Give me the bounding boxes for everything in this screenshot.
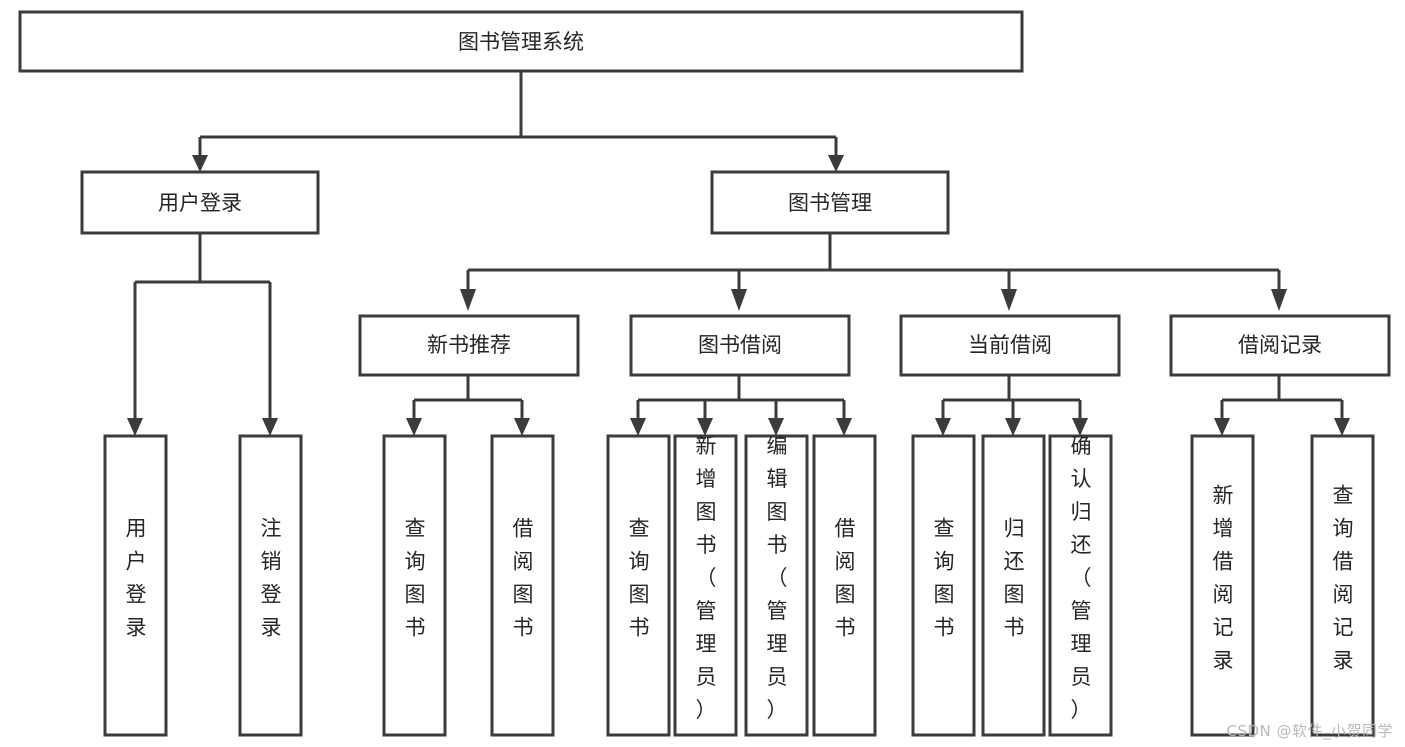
node-leaf-query-book-b-box[interactable] (606, 434, 671, 737)
connector-book-borrow-to-leaves (636, 375, 846, 420)
arrow-down-icon (1334, 418, 1350, 436)
arrow-down-icon (768, 418, 784, 436)
connector-user-login-to-leaves (133, 233, 272, 420)
node-leaf-query-book-b[interactable]: 查询图书 (606, 434, 671, 737)
node-leaf-user-login-box[interactable] (103, 434, 168, 737)
arrowhead-layer (127, 155, 1350, 436)
node-leaf-query-book-c-box[interactable] (911, 434, 976, 737)
node-leaf-user-login[interactable]: 用户登录 (103, 434, 168, 737)
arrow-down-icon (1271, 289, 1287, 311)
node-current-borrow-box[interactable] (899, 314, 1121, 377)
node-leaf-query-book-c-label: 查询图书 (934, 517, 955, 640)
node-leaf-query-book-a-box[interactable] (382, 434, 447, 737)
node-user-login-box[interactable] (80, 170, 320, 235)
node-book-borrow-box[interactable] (629, 314, 851, 377)
arrow-down-icon (406, 418, 422, 436)
node-book-manage-label: 图书管理 (788, 191, 872, 215)
node-leaf-edit-book-label: 编辑图书（管理员） (767, 434, 788, 722)
node-user-login-label: 用户登录 (158, 191, 242, 215)
node-leaf-logout-label: 注销登录 (261, 517, 282, 640)
arrow-down-icon (192, 155, 208, 172)
arrow-down-icon (514, 418, 530, 436)
node-current-borrow-label: 当前借阅 (968, 333, 1052, 357)
node-leaf-add-record-box[interactable] (1190, 434, 1255, 737)
node-book-manage-box[interactable] (710, 170, 950, 235)
arrow-down-icon (1214, 418, 1230, 436)
node-book-borrow[interactable]: 图书借阅 (629, 314, 851, 377)
node-book-borrow-label: 图书借阅 (698, 333, 782, 357)
node-leaf-query-record-box[interactable] (1310, 434, 1375, 737)
node-user-login[interactable]: 用户登录 (80, 170, 320, 235)
arrow-down-icon (127, 418, 143, 436)
node-leaf-edit-book-box[interactable] (744, 434, 809, 737)
node-book-manage[interactable]: 图书管理 (710, 170, 950, 235)
connector-layer (133, 71, 1344, 420)
arrow-down-icon (1072, 418, 1088, 436)
node-leaf-add-record[interactable]: 新增借阅记录 (1190, 434, 1255, 737)
node-leaf-confirm-return[interactable]: 确认归还（管理员） (1048, 434, 1113, 737)
arrow-down-icon (1005, 418, 1021, 436)
node-leaf-confirm-return-label: 确认归还（管理员） (1071, 434, 1092, 722)
arrow-down-icon (836, 418, 852, 436)
node-leaf-return-book-label: 归还图书 (1004, 517, 1025, 640)
arrow-down-icon (828, 155, 844, 172)
node-leaf-add-book[interactable]: 新增图书（管理员） (673, 434, 738, 737)
node-leaf-query-record[interactable]: 查询借阅记录 (1310, 434, 1375, 737)
node-root[interactable]: 图书管理系统 (18, 10, 1024, 73)
node-leaf-confirm-return-box[interactable] (1048, 434, 1113, 737)
node-leaf-borrow-book-b[interactable]: 借阅图书 (812, 434, 877, 737)
node-leaf-logout-box[interactable] (238, 434, 303, 737)
arrow-down-icon (460, 289, 476, 311)
node-leaf-return-book[interactable]: 归还图书 (981, 434, 1046, 737)
node-leaf-borrow-book-a-label: 借阅图书 (513, 517, 534, 640)
node-leaf-borrow-book-b-box[interactable] (812, 434, 877, 737)
connector-root-to-bus (198, 71, 838, 158)
node-leaf-logout[interactable]: 注销登录 (238, 434, 303, 737)
node-new-book-recommend-box[interactable] (358, 314, 580, 377)
node-leaf-query-record-label: 查询借阅记录 (1333, 484, 1354, 673)
node-leaf-query-book-b-label: 查询图书 (629, 517, 650, 640)
node-borrow-record[interactable]: 借阅记录 (1169, 314, 1391, 377)
connector-new-book-to-leaves (412, 375, 524, 420)
arrow-down-icon (935, 418, 951, 436)
node-borrow-record-label: 借阅记录 (1238, 333, 1322, 357)
node-leaf-return-book-box[interactable] (981, 434, 1046, 737)
node-leaf-query-book-a-label: 查询图书 (405, 517, 426, 640)
node-current-borrow[interactable]: 当前借阅 (899, 314, 1121, 377)
connector-book-manage-to-bus (466, 233, 1281, 292)
arrow-down-icon (630, 418, 646, 436)
connector-current-borrow-to-leaves (941, 375, 1082, 420)
arrow-down-icon (731, 289, 747, 311)
arrow-down-icon (697, 418, 713, 436)
node-leaf-query-book-c[interactable]: 查询图书 (911, 434, 976, 737)
node-new-book-recommend[interactable]: 新书推荐 (358, 314, 580, 377)
node-leaf-edit-book[interactable]: 编辑图书（管理员） (744, 434, 809, 737)
node-leaf-user-login-label: 用户登录 (126, 517, 147, 640)
node-leaf-borrow-book-a[interactable]: 借阅图书 (490, 434, 555, 737)
node-borrow-record-box[interactable] (1169, 314, 1391, 377)
node-leaf-add-record-label: 新增借阅记录 (1213, 484, 1234, 673)
node-leaf-query-book-a[interactable]: 查询图书 (382, 434, 447, 737)
arrow-down-icon (1001, 289, 1017, 311)
node-new-book-recommend-label: 新书推荐 (427, 333, 511, 357)
arrow-down-icon (262, 418, 278, 436)
node-leaf-borrow-book-b-label: 借阅图书 (835, 517, 856, 640)
node-root-label: 图书管理系统 (458, 30, 584, 54)
connector-borrow-record-to-leaves (1220, 375, 1344, 420)
node-root-box[interactable] (18, 10, 1024, 73)
node-leaf-borrow-book-a-box[interactable] (490, 434, 555, 737)
node-leaf-add-book-label: 新增图书（管理员） (696, 434, 717, 722)
node-leaf-add-book-box[interactable] (673, 434, 738, 737)
